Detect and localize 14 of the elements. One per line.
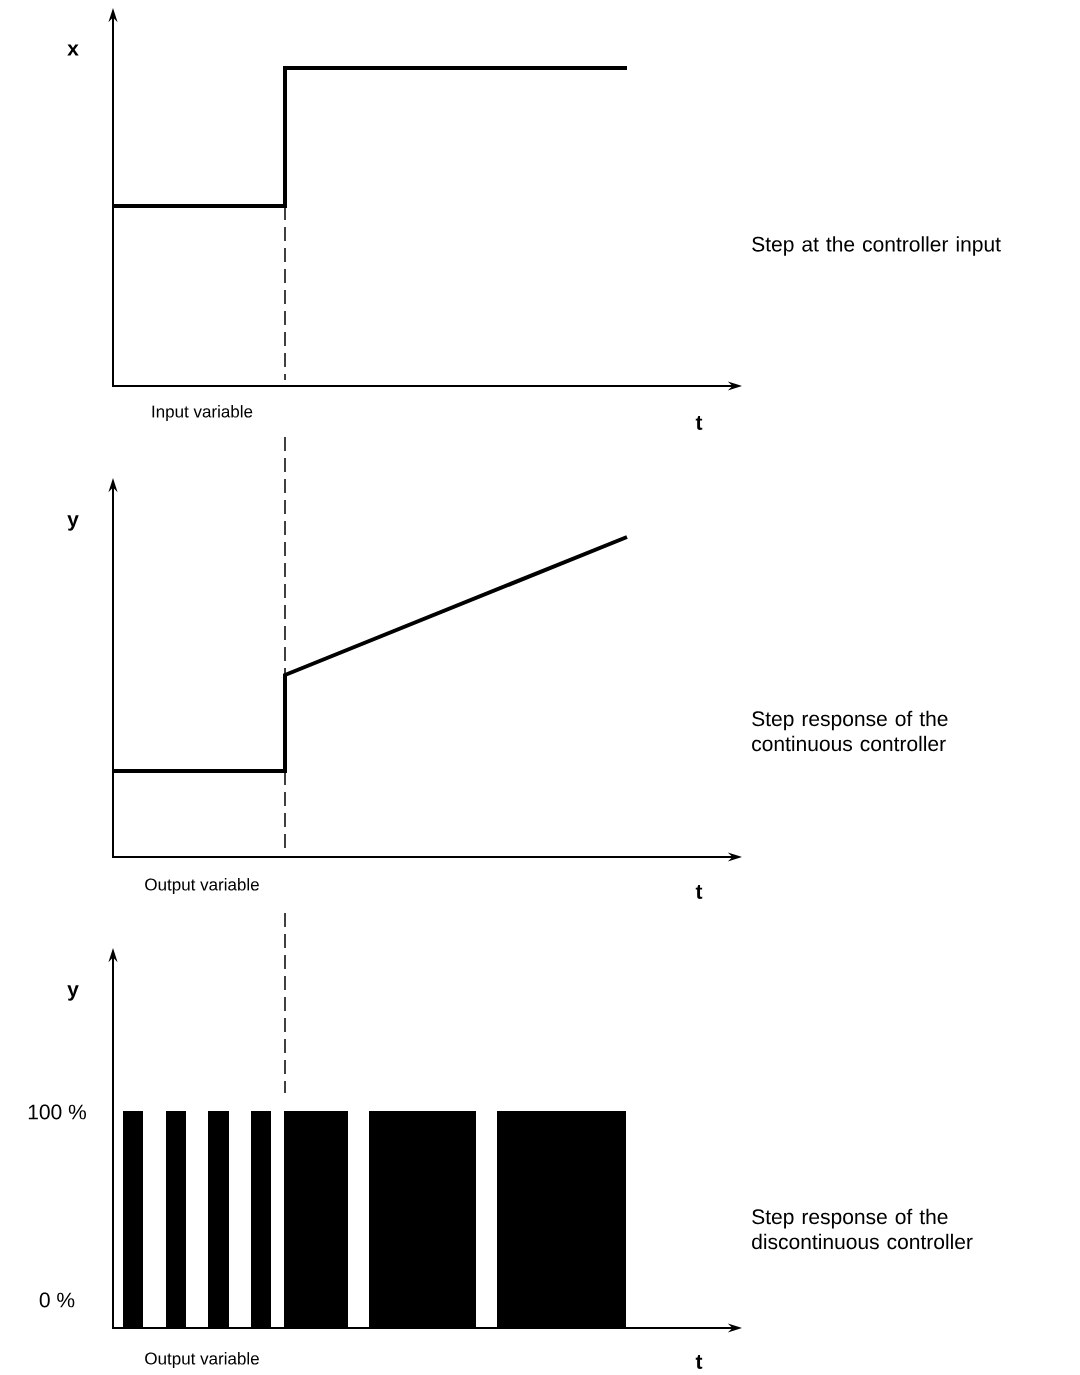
axis-caption: Input variable: [152, 405, 253, 421]
axis-label: y: [67, 515, 79, 531]
description-text: Step response of the discontinuous controller: [752, 1208, 973, 1250]
tick-label: 0 %: [39, 1292, 75, 1308]
description-text: Step at the controller input: [752, 236, 1001, 256]
axis-label: t: [695, 1355, 703, 1369]
axis-label: t: [695, 885, 703, 899]
axis-caption: Output variable: [145, 1352, 259, 1368]
axis-caption: Output variable: [145, 878, 259, 894]
axis-label: x: [67, 44, 79, 56]
axis-label: t: [695, 416, 703, 430]
tick-label: 100 %: [28, 1104, 86, 1120]
axis-label: y: [67, 985, 79, 1001]
description-text: Step response of the continuous controller: [752, 710, 948, 752]
